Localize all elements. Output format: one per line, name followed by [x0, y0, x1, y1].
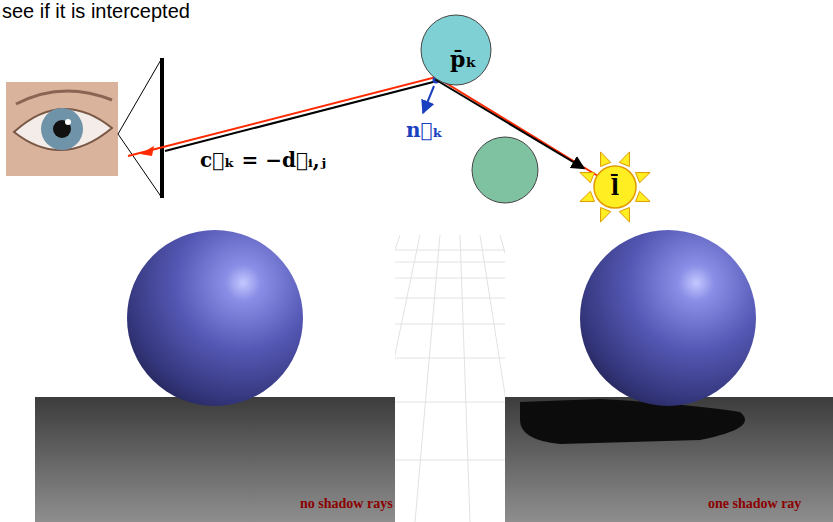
blocker-sphere — [472, 137, 538, 203]
eye-ray — [165, 81, 437, 151]
view-frustum — [118, 58, 162, 198]
render-no-shadow — [35, 230, 395, 522]
caption-label: no shadow rays — [300, 496, 393, 512]
light-ray-arrow — [435, 79, 584, 168]
heading-text: see if it is intercepted — [2, 0, 190, 23]
normal-arrow — [423, 86, 434, 113]
shadow-ray — [128, 77, 598, 176]
normal-label: n⃗ₖ — [406, 118, 443, 142]
point-label: p̄ₖ — [450, 46, 477, 72]
light-source: l̄ — [593, 165, 637, 209]
formula-label: c⃗ₖ = −d⃗ᵢ,ⱼ — [200, 148, 326, 172]
object-sphere: p̄ₖ — [420, 14, 492, 86]
caption-label: one shadow ray — [708, 496, 801, 512]
light-label: l̄ — [611, 174, 619, 200]
eye-ray-head — [140, 146, 154, 156]
render-one-shadow — [505, 230, 833, 522]
eye-picture — [6, 82, 118, 176]
